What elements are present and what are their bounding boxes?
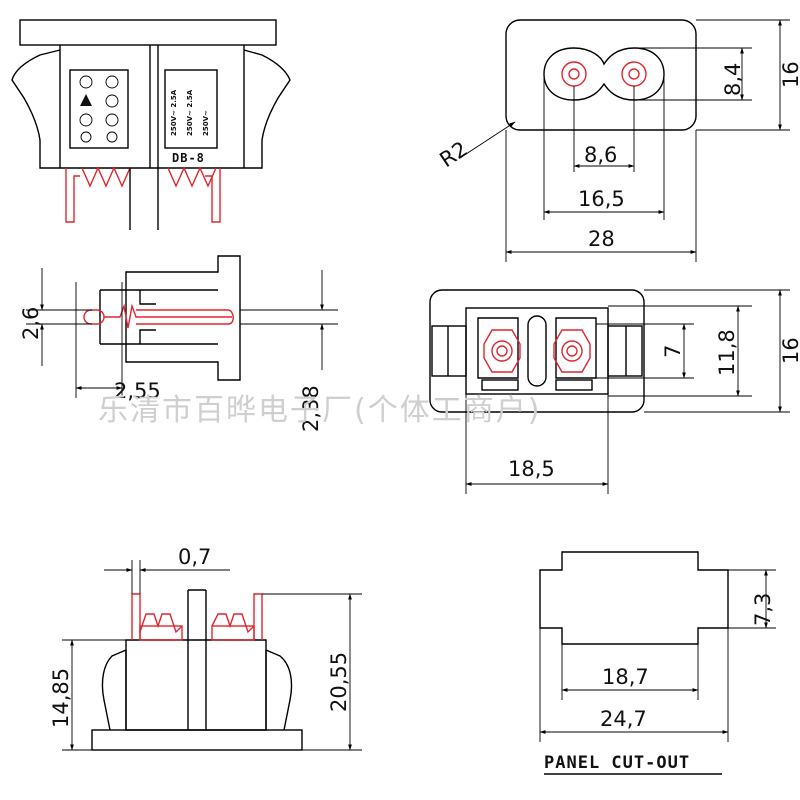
panel-cutout-label: PANEL CUT-OUT: [544, 753, 690, 773]
contact-left: [561, 61, 587, 87]
svg-text:250V~ 2.5A: 250V~ 2.5A: [170, 89, 178, 136]
dim-front-radius: R2: [435, 137, 472, 173]
dim-cutout-width: 24,7: [600, 707, 647, 731]
marking-panel-right: [164, 69, 218, 149]
dim-bottom-body-height: 14,85: [49, 668, 73, 728]
terminal-top-left: [483, 329, 521, 373]
terminal-top-right: [553, 329, 591, 373]
dim-top-height: 16: [779, 337, 800, 364]
dim-top-width: 18,5: [508, 457, 555, 481]
view-socket-face: 16 8,4 8,6 16,5 28 R2: [435, 19, 800, 262]
marking-panel-left: [69, 69, 129, 149]
dim-bottom-total-height: 20,55: [327, 652, 351, 712]
contact-right: [621, 61, 647, 87]
bottom-body: [125, 639, 267, 731]
top-separator: [527, 315, 547, 387]
face-outline: [505, 19, 697, 131]
dim-front-height: 16: [779, 61, 800, 88]
dim-cutout-step: 7,3: [751, 593, 775, 626]
view-bottom: 0,7 14,85 20,55: [49, 545, 362, 751]
terminal-bottom-right: [253, 593, 263, 640]
body-marking: DB-8: [172, 151, 205, 165]
view-panel-cutout: 7,3 18,7 24,7 PANEL CUT-OUT: [539, 551, 776, 775]
terminal-left: [65, 168, 80, 223]
view-front-elevation: 250V~ 2.5A 250V~ 2.5A 250V~ DB-8: [11, 19, 291, 230]
top-inner: [465, 307, 609, 395]
dim-side-pin-offset: 2,55: [114, 379, 161, 403]
side-pin-end: [83, 309, 105, 325]
terminal-bottom-left: [131, 593, 141, 640]
dim-front-inner-width: 16,5: [578, 187, 625, 211]
flange-plate: [19, 19, 277, 46]
side-pin: [104, 303, 232, 329]
dim-cutout-inner-width: 18,7: [602, 665, 649, 689]
terminal-right: [205, 168, 221, 223]
dim-front-width: 28: [588, 227, 615, 251]
bottom-flange: [91, 729, 303, 751]
svg-text:250V~: 250V~: [202, 110, 210, 136]
dim-top-inner-height: 11,8: [715, 329, 739, 376]
dim-top-terminal-height: 7: [661, 345, 685, 358]
cutout-outline: [539, 551, 729, 645]
view-side: 2,6 2,55 2,38: [19, 255, 338, 432]
dim-side-depth: 2,38: [299, 385, 323, 432]
dim-bottom-pin-thickness: 0,7: [178, 545, 211, 569]
latch-left: [11, 49, 61, 169]
side-body: [125, 255, 241, 381]
view-top: 16 11,8 7 18,5: [429, 289, 800, 494]
dim-front-slot-height: 8,4: [721, 63, 745, 96]
top-outline: [429, 289, 645, 413]
watermark: 乐清市百晔电子厂(个体工商户): [98, 393, 541, 428]
latch-right: [243, 49, 291, 169]
dim-side-pin-diameter: 2,6: [19, 307, 43, 340]
dim-front-pin-spacing: 8,6: [584, 143, 617, 167]
svg-text:250V~ 2.5A: 250V~ 2.5A: [186, 89, 194, 136]
